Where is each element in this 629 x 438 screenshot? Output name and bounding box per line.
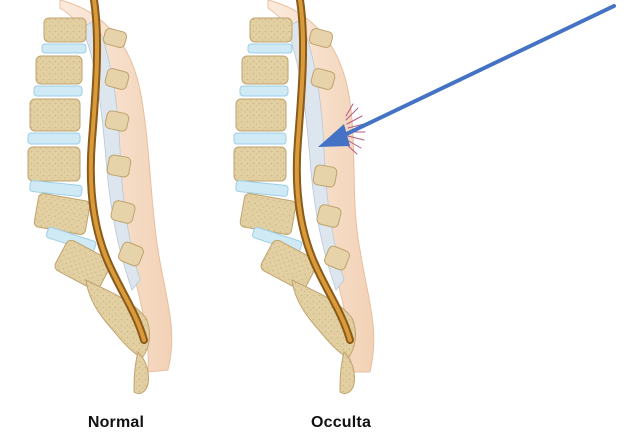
vertebra (36, 56, 82, 84)
coccyx (134, 352, 149, 394)
intervertebral-disc (236, 180, 289, 196)
caption-normal: Normal (56, 414, 176, 432)
vertebra (234, 147, 286, 181)
intervertebral-disc (28, 133, 80, 144)
intervertebral-disc (234, 133, 286, 144)
intervertebral-disc (30, 180, 83, 196)
vertebra (250, 18, 292, 42)
pointing-arrow-icon (318, 6, 614, 147)
vertebra (242, 56, 288, 84)
vertebra (236, 99, 286, 131)
vertebra (30, 99, 80, 131)
intervertebral-disc (240, 86, 288, 96)
spine-normal (28, 0, 172, 394)
intervertebral-disc (34, 86, 82, 96)
caption-occulta: Occulta (281, 414, 401, 432)
intervertebral-disc (248, 44, 292, 53)
intervertebral-disc (42, 44, 86, 53)
spine-occulta (234, 0, 374, 394)
vertebra (33, 193, 90, 236)
vertebra (239, 193, 296, 236)
vertebra (28, 147, 80, 181)
vertebra (44, 18, 86, 42)
